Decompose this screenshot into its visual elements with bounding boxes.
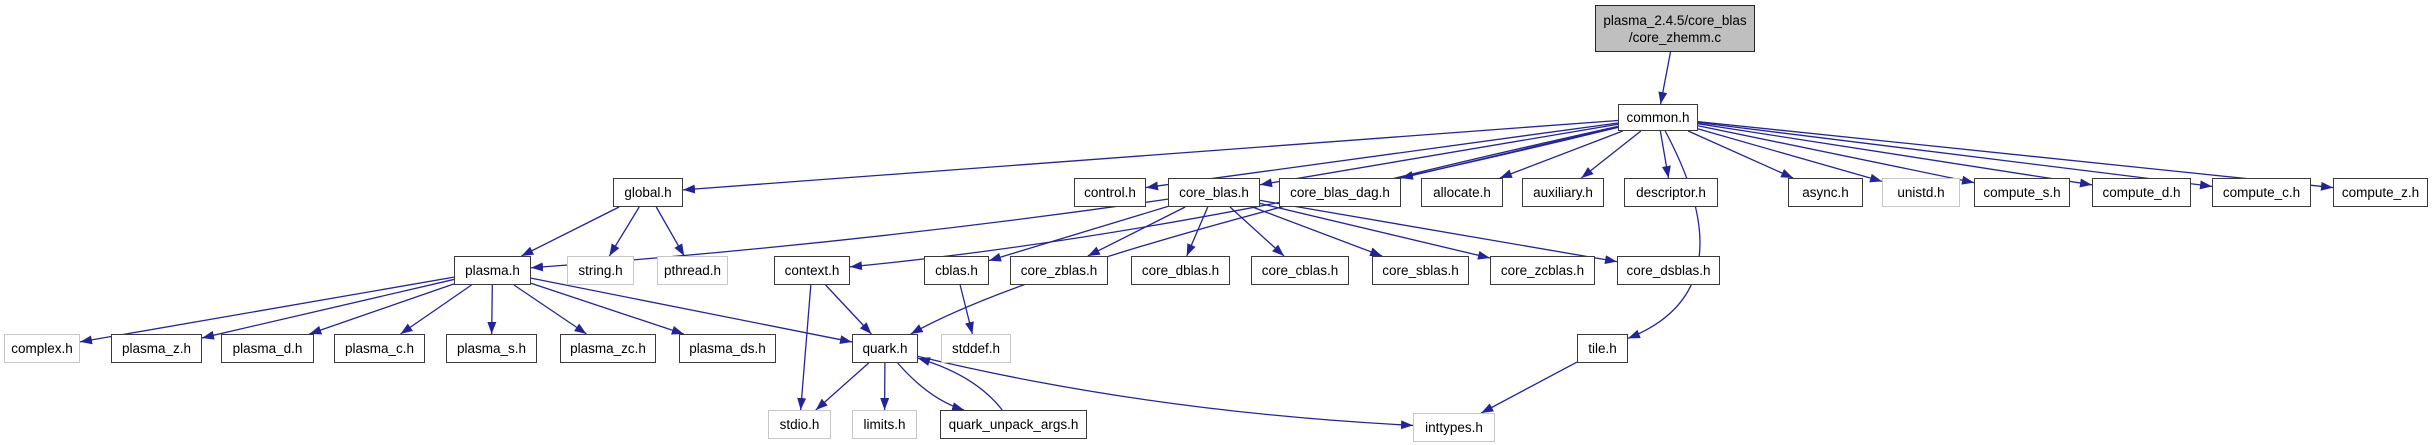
edge-context-to-stdio xyxy=(797,284,812,411)
edge-root-to-common xyxy=(1658,51,1672,105)
node-allocate[interactable]: allocate.h xyxy=(1421,178,1503,207)
edge-core_blas-to-core_zcblas xyxy=(1259,202,1491,260)
edge-common-to-quark xyxy=(910,125,1619,335)
edge-common-to-compute_s xyxy=(1697,125,1975,185)
node-plasma-z[interactable]: plasma_z.h xyxy=(111,334,202,363)
edge-common-to-control xyxy=(1145,122,1619,191)
node-root: plasma_2.4.5/core_blas /core_zhemm.c xyxy=(1595,5,1755,52)
edge-quark_unpack_args-to-quark xyxy=(917,357,1003,411)
edge-common-to-core_blas xyxy=(1259,123,1619,188)
node-tile[interactable]: tile.h xyxy=(1577,334,1628,363)
node-inttypes: inttypes.h xyxy=(1413,413,1495,442)
node-stdio: stdio.h xyxy=(768,410,831,439)
node-unistd: unistd.h xyxy=(1882,178,1960,207)
node-limits: limits.h xyxy=(852,410,917,439)
edge-plasma-to-quark xyxy=(530,277,853,345)
edge-plasma-to-plasma_s xyxy=(487,284,497,335)
edge-common-to-allocate xyxy=(1499,130,1623,179)
node-compute-s[interactable]: compute_s.h xyxy=(1974,178,2070,207)
node-core-sblas[interactable]: core_sblas.h xyxy=(1372,256,1469,285)
edge-core_blas-to-core_dblas xyxy=(1186,206,1209,257)
node-context[interactable]: context.h xyxy=(774,256,850,285)
edge-global-to-string xyxy=(608,206,640,257)
node-plasma-ds[interactable]: plasma_ds.h xyxy=(679,334,776,363)
node-common[interactable]: common.h xyxy=(1618,104,1698,131)
edge-core_blas-to-core_sblas xyxy=(1252,206,1383,257)
node-string: string.h xyxy=(567,256,634,285)
node-async[interactable]: async.h xyxy=(1788,178,1863,207)
edge-context-to-quark xyxy=(825,284,872,335)
node-plasma-zc[interactable]: plasma_zc.h xyxy=(560,334,656,363)
node-quark[interactable]: quark.h xyxy=(852,334,918,363)
node-stddef: stddef.h xyxy=(941,334,1011,363)
node-control[interactable]: control.h xyxy=(1074,178,1146,207)
edge-common-to-compute_z xyxy=(1697,121,2334,191)
edge-common-to-global xyxy=(682,119,1619,194)
edge-common-to-tile xyxy=(1627,130,1701,339)
edge-common-to-auxiliary xyxy=(1580,130,1642,179)
node-plasma[interactable]: plasma.h xyxy=(454,256,531,285)
edge-quark-to-quark_unpack_args xyxy=(897,362,965,411)
node-core-dblas[interactable]: core_dblas.h xyxy=(1131,256,1230,285)
node-complex: complex.h xyxy=(4,334,80,363)
node-core-blas[interactable]: core_blas.h xyxy=(1168,178,1260,207)
edge-common-to-compute_d xyxy=(1697,123,2093,188)
edge-core_blas-to-core_cblas xyxy=(1229,206,1285,257)
edge-global-to-pthread xyxy=(655,206,685,257)
node-core-zblas[interactable]: core_zblas.h xyxy=(1010,256,1108,285)
edge-plasma-to-complex xyxy=(79,276,455,345)
edge-common-to-descriptor xyxy=(1659,130,1671,179)
edge-common-to-async xyxy=(1687,130,1794,179)
edge-global-to-plasma xyxy=(521,206,620,257)
edge-quark-to-inttypes xyxy=(917,355,1414,430)
edge-plasma-to-plasma_ds xyxy=(530,282,685,335)
node-descriptor[interactable]: descriptor.h xyxy=(1624,178,1718,207)
node-plasma-c[interactable]: plasma_c.h xyxy=(334,334,425,363)
node-pthread: pthread.h xyxy=(657,256,728,285)
edge-common-to-compute_c xyxy=(1697,121,2213,190)
node-compute-d[interactable]: compute_d.h xyxy=(2092,178,2191,207)
node-auxiliary[interactable]: auxiliary.h xyxy=(1522,178,1604,207)
edge-core_blas-to-core_zblas xyxy=(1087,206,1186,257)
node-quark-unpack-args[interactable]: quark_unpack_args.h xyxy=(940,410,1087,439)
node-core-cblas[interactable]: core_cblas.h xyxy=(1251,256,1349,285)
edge-plasma-to-plasma_d xyxy=(309,283,455,335)
edge-plasma-to-plasma_c xyxy=(400,284,472,335)
node-plasma-s[interactable]: plasma_s.h xyxy=(446,334,537,363)
node-cblas[interactable]: cblas.h xyxy=(924,256,989,285)
edge-tile-to-inttypes xyxy=(1480,361,1578,414)
edge-cblas-to-stddef xyxy=(959,284,974,335)
node-compute-z[interactable]: compute_z.h xyxy=(2333,178,2428,207)
edge-quark-to-stdio xyxy=(815,362,870,411)
node-plasma-d[interactable]: plasma_d.h xyxy=(221,334,314,363)
edge-core_blas-to-core_dsblas xyxy=(1259,199,1618,265)
node-core-blas-dag[interactable]: core_blas_dag.h xyxy=(1279,178,1401,207)
edge-plasma-to-plasma_z xyxy=(201,278,455,340)
node-compute-c[interactable]: compute_c.h xyxy=(2212,178,2311,207)
edge-common-to-unistd xyxy=(1697,128,1883,183)
node-core-dsblas[interactable]: core_dsblas.h xyxy=(1617,256,1720,285)
node-global[interactable]: global.h xyxy=(613,178,683,207)
edge-plasma-to-plasma_zc xyxy=(513,284,587,335)
node-core-zcblas[interactable]: core_zcblas.h xyxy=(1490,256,1595,285)
edge-core_blas-to-cblas xyxy=(988,205,1169,262)
